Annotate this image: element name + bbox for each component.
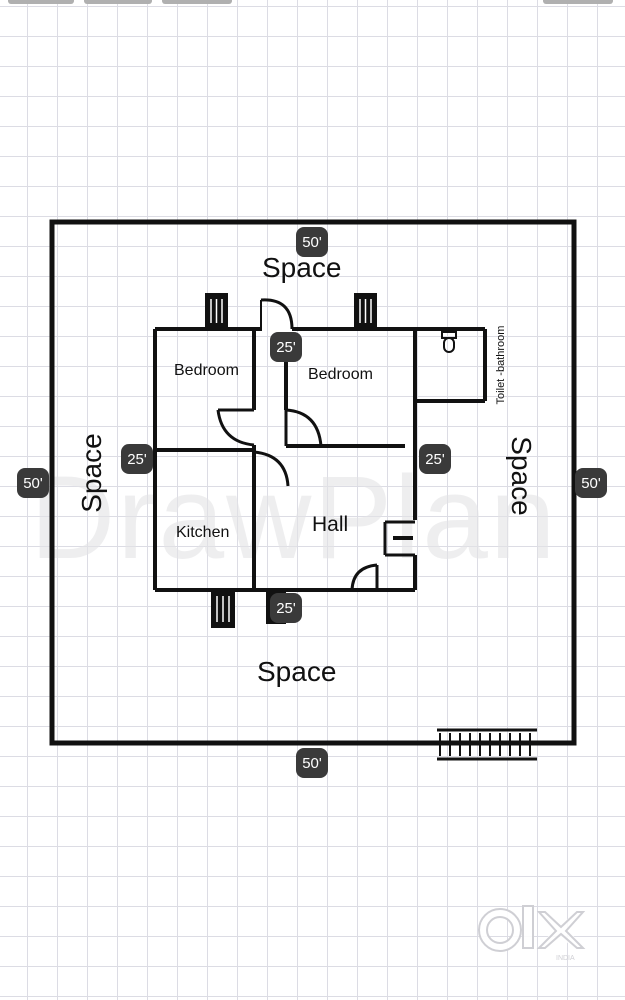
status-bar-segment [8, 0, 74, 4]
dimension-bottom-outer: 50' [296, 748, 328, 778]
space-label-bottom: Space [257, 656, 337, 687]
staircase [437, 728, 537, 761]
entrance-door [260, 298, 294, 330]
dimension-bottom-inner: 25' [270, 593, 302, 623]
room-label-toilet: Toilet -bathroom [495, 325, 507, 405]
toilet-block [415, 327, 487, 403]
watermark-text: DrawPlan [30, 452, 558, 584]
olx-logo: INDIA [476, 898, 596, 968]
space-label-top: Space [262, 252, 342, 283]
toilet-fixture [441, 331, 457, 353]
window-bottom-kitchen [211, 591, 235, 628]
dimension-top-inner: 25' [270, 332, 302, 362]
bedroom-right-door [284, 408, 323, 447]
bedroom-left-door [216, 408, 255, 447]
status-bar-segment [84, 0, 152, 4]
dimension-right-inner: 25' [419, 444, 451, 474]
status-bar-segment [543, 0, 613, 4]
window-top-right [354, 293, 377, 328]
window-top-left [205, 293, 228, 328]
room-label-hall: Hall [312, 513, 349, 536]
dimension-right-outer: 50' [575, 468, 607, 498]
hall-side-door [383, 520, 415, 557]
room-label-bedroom-left: Bedroom [174, 362, 239, 379]
space-label-right: Space [506, 436, 537, 516]
dimension-left-inner: 25' [121, 444, 153, 474]
room-label-kitchen: Kitchen [176, 524, 230, 541]
dimension-top-outer: 50' [296, 227, 328, 257]
room-label-bedroom-right: Bedroom [308, 366, 373, 383]
hall-bottom-door [350, 563, 379, 591]
plot-boundary [49, 219, 577, 746]
status-bar-segment [162, 0, 232, 4]
kitchen-door [252, 450, 290, 487]
house-walls [153, 327, 417, 592]
space-label-left: Space [76, 433, 107, 513]
dimension-left-outer: 50' [17, 468, 49, 498]
olx-logo-sub: INDIA [556, 955, 575, 962]
